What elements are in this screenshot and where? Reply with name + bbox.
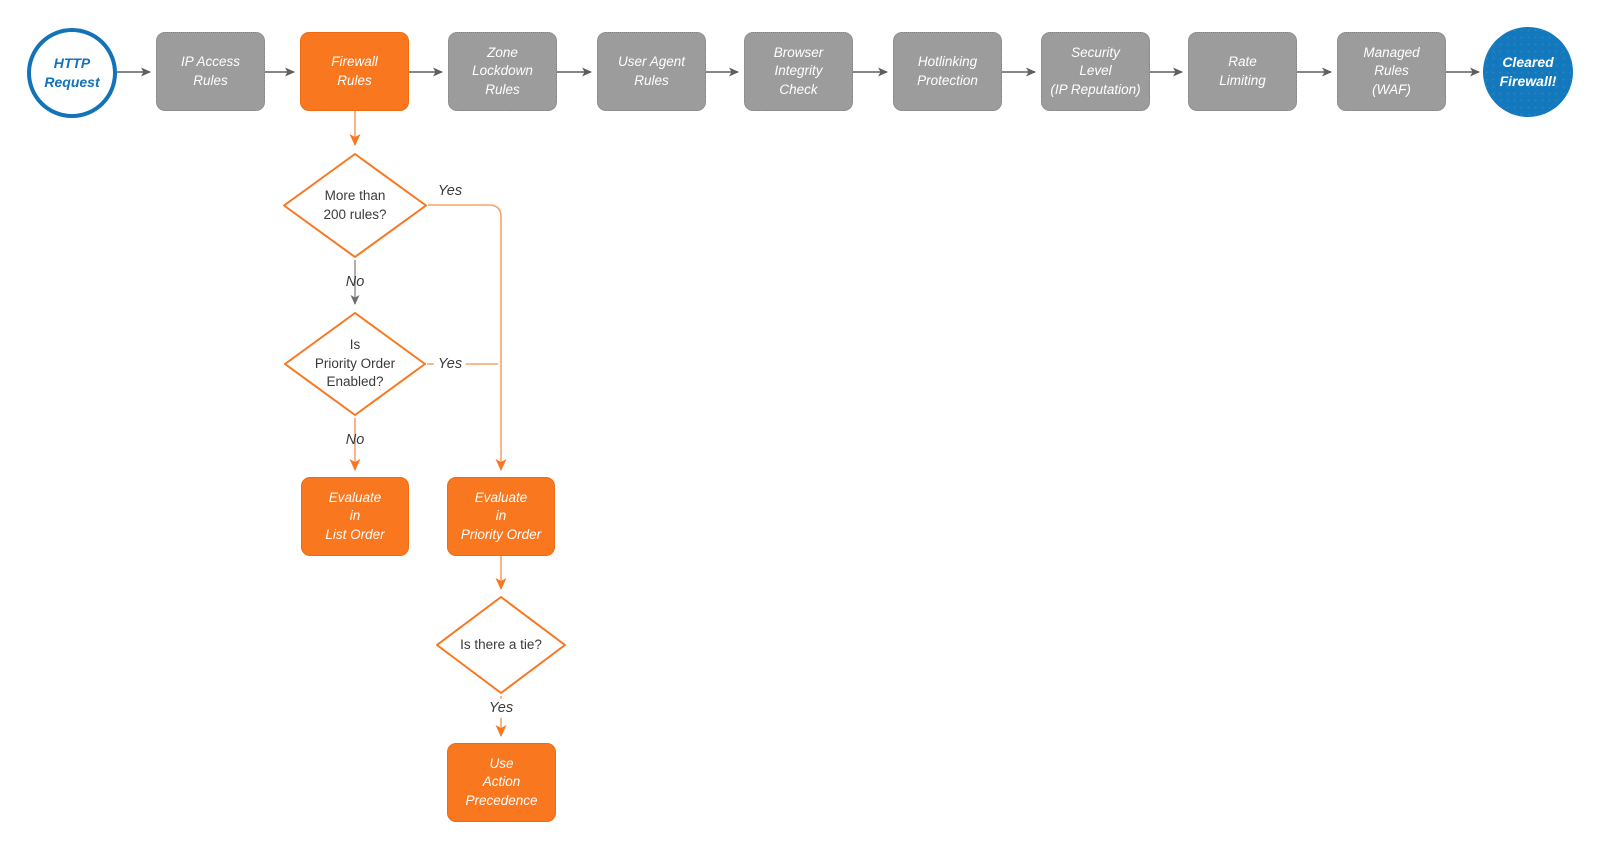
diamond-shape	[436, 596, 566, 694]
process-browser-integrity-check: Browser Integrity Check	[744, 32, 853, 111]
decision-is-there-a-tie: Is there a tie?	[435, 595, 567, 695]
process-label: Browser Integrity Check	[773, 45, 824, 97]
process-evaluate-in-priority-order: Evaluate in Priority Order	[447, 477, 555, 556]
start-node-label: HTTP Request	[44, 55, 100, 90]
decision-priority-order-enabled: Is Priority Order Enabled?	[283, 311, 427, 417]
process-label: Managed Rules (WAF)	[1363, 45, 1420, 97]
end-node-cleared-firewall: Cleared Firewall!	[1483, 27, 1573, 117]
process-label: Hotlinking Protection	[917, 54, 978, 88]
process-firewall-rules: Firewall Rules	[300, 32, 409, 111]
process-user-agent-rules: User Agent Rules	[597, 32, 706, 111]
edge-label-yes: Yes	[433, 354, 467, 374]
connector-decision-200-yes	[428, 204, 507, 471]
process-evaluate-in-list-order: Evaluate in List Order	[301, 477, 409, 556]
process-label: Evaluate in List Order	[325, 490, 385, 542]
edge-label-yes: Yes	[484, 698, 518, 718]
process-label: Evaluate in Priority Order	[460, 490, 542, 542]
edge-label-no: No	[345, 431, 365, 448]
start-node-http-request: HTTP Request	[27, 28, 117, 118]
process-hotlinking-protection: Hotlinking Protection	[893, 32, 1002, 111]
process-label: Zone Lockdown Rules	[472, 45, 533, 97]
process-label: Rate Limiting	[1219, 54, 1266, 88]
decision-more-than-200-rules: More than 200 rules?	[282, 152, 428, 259]
diamond-shape	[284, 312, 426, 416]
process-label: User Agent Rules	[617, 54, 686, 88]
edge-label-yes: Yes	[437, 182, 463, 199]
process-zone-lockdown-rules: Zone Lockdown Rules	[448, 32, 557, 111]
process-use-action-precedence: Use Action Precedence	[447, 743, 556, 822]
edge-label-no: No	[345, 273, 365, 290]
process-label: IP Access Rules	[180, 54, 241, 88]
process-security-level-ip-reputation: Security Level (IP Reputation)	[1041, 32, 1150, 111]
process-label: Firewall Rules	[331, 54, 378, 88]
process-managed-rules-waf: Managed Rules (WAF)	[1337, 32, 1446, 111]
diamond-shape	[283, 153, 427, 258]
process-rate-limiting: Rate Limiting	[1188, 32, 1297, 111]
process-label: Use Action Precedence	[465, 756, 538, 808]
process-ip-access-rules: IP Access Rules	[156, 32, 265, 111]
process-label: Security Level (IP Reputation)	[1050, 45, 1141, 97]
end-node-label: Cleared Firewall!	[1499, 54, 1557, 89]
